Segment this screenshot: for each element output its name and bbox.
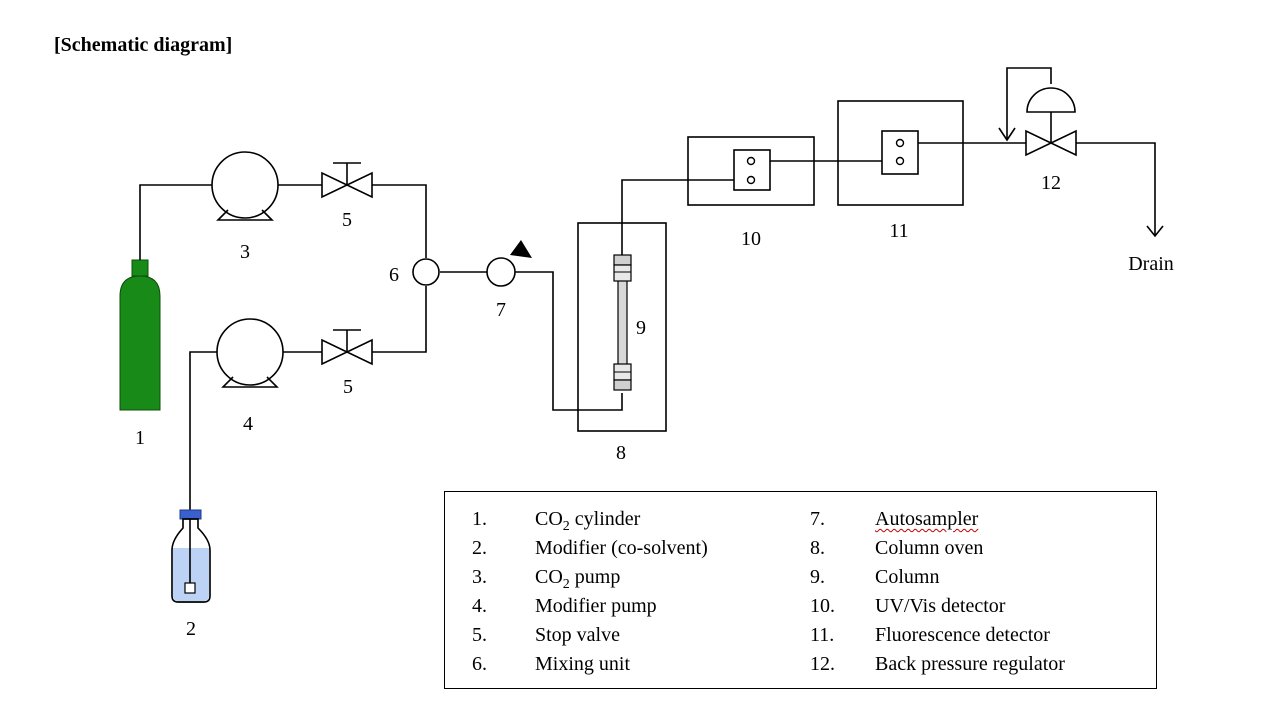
legend-text: Modifier (co-solvent) [535,537,708,560]
label-7: 7 [496,299,506,321]
legend-number: 1. [472,508,487,530]
label-10: 10 [741,228,761,250]
legend-text: CO2 pump [535,566,620,593]
legend-text-main: CO [535,566,563,588]
legend-number: 5. [472,624,487,646]
legend-number: 3. [472,566,487,588]
legend-text: CO2 cylinder [535,508,640,535]
label-3: 3 [240,241,250,263]
modifier-bottle [171,509,211,603]
fluorescence-detector [837,100,964,206]
label-5a: 5 [342,209,352,231]
legend-text-main: Autosampler [875,508,979,530]
legend-text: Modifier pump [535,595,657,618]
legend-text: Mixing unit [535,653,630,676]
legend-text-main: Fluorescence detector [875,624,1050,646]
legend-number: 8. [810,537,825,559]
uv-vis-detector [687,136,815,206]
label-6: 6 [389,264,399,286]
label-2: 2 [186,618,196,640]
mixing-unit [412,258,440,286]
label-8: 8 [616,442,626,464]
legend-text: Fluorescence detector [875,624,1050,647]
modifier-pump [216,318,284,388]
legend-number: 7. [810,508,825,530]
legend-text: Autosampler [875,508,978,531]
legend-text: UV/Vis detector [875,595,1005,618]
back-pressure-regulator [1025,87,1077,157]
label-1: 1 [135,427,145,449]
legend-number: 11. [810,624,835,646]
legend-text: Column oven [875,537,983,560]
legend-text-main: Column [875,566,940,588]
stop-valve-bottom [321,329,373,366]
legend-number: 4. [472,595,487,617]
legend-text-main: Column oven [875,537,984,559]
label-4: 4 [243,413,253,435]
co2-pump [211,151,279,221]
legend-text-main: CO [535,508,563,530]
legend-number: 2. [472,537,487,559]
label-12: 12 [1041,172,1061,194]
legend-text-main: Stop valve [535,624,620,646]
legend-text: Column [875,566,939,589]
legend-number: 10. [810,595,835,617]
legend-text-main: Modifier pump [535,595,657,617]
legend-text-suffix: pump [569,566,621,588]
legend-number: 9. [810,566,825,588]
legend-subscript: 2 [562,519,570,534]
legend-text-main: Back pressure regulator [875,653,1065,675]
legend-text-main: UV/Vis detector [875,595,1006,617]
legend-number: 12. [810,653,835,675]
legend-subscript: 2 [562,577,570,592]
piping [139,67,1164,512]
column-oven [577,222,667,432]
diagram-title: [Schematic diagram] [54,34,233,56]
legend-text-main: Mixing unit [535,653,631,675]
label-drain: Drain [1128,253,1174,275]
autosampler [486,240,532,287]
stop-valve-top [321,162,373,199]
label-5b: 5 [343,376,353,398]
legend-text-suffix: cylinder [569,508,641,530]
legend-number: 6. [472,653,487,675]
legend-text: Stop valve [535,624,620,647]
column [613,254,632,391]
co2-cylinder [119,259,161,411]
label-9: 9 [636,317,646,339]
legend-text: Back pressure regulator [875,653,1065,676]
legend-text-main: Modifier (co-solvent) [535,537,708,559]
label-11: 11 [889,220,908,242]
